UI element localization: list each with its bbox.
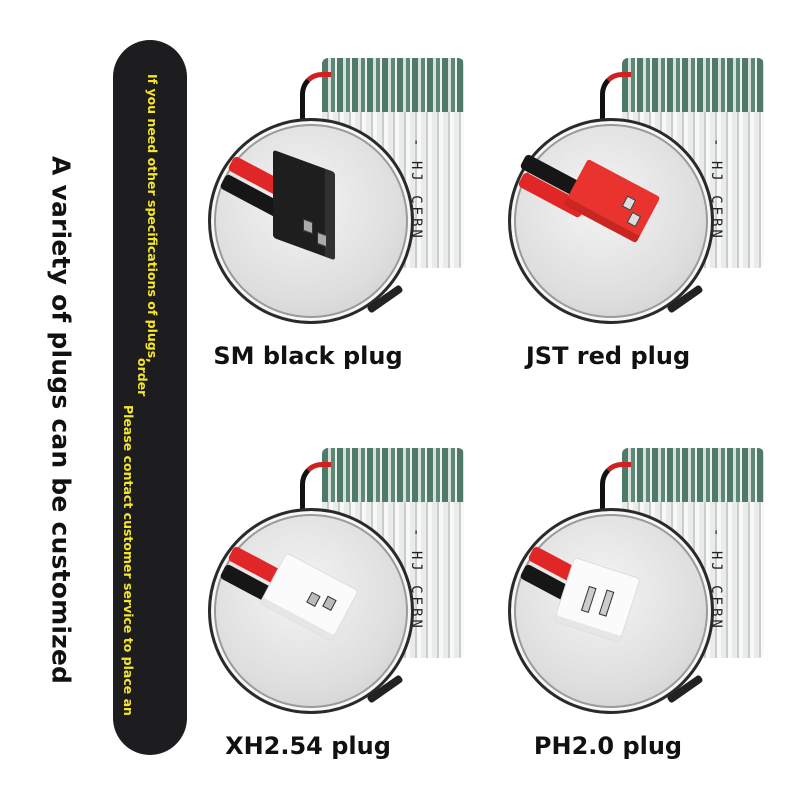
lens-handle xyxy=(666,674,704,704)
magnifier-lens xyxy=(508,118,714,324)
plug-label: JST red plug xyxy=(525,342,691,370)
battery-wrap xyxy=(322,448,464,502)
plug-label: XH2.54 plug xyxy=(225,732,391,760)
custom-note: If you need other specifications of plug… xyxy=(113,40,187,755)
plug-card-ph20: - HJ CEBN PH2.0 plug xyxy=(500,438,790,778)
magnifier-lens xyxy=(508,508,714,714)
headline: A variety of plugs can be customized xyxy=(26,140,96,700)
plug-label: PH2.0 plug xyxy=(533,732,683,760)
lens-handle xyxy=(666,284,704,314)
magnifier-lens xyxy=(208,118,414,324)
custom-note-banner: If you need other specifications of plug… xyxy=(113,40,187,755)
magnifier-lens xyxy=(208,508,414,714)
battery-wires xyxy=(300,72,331,147)
lens-handle xyxy=(366,674,404,704)
jst-red-connector-icon xyxy=(563,158,661,244)
note-line-3: Please contact customer service to place… xyxy=(121,405,136,716)
battery-wires xyxy=(300,462,331,537)
battery-wrap xyxy=(622,448,764,502)
note-line-1: If you need other specifications of plug… xyxy=(145,74,160,363)
battery-wrap xyxy=(622,58,764,112)
sm-black-connector-icon xyxy=(273,149,335,261)
lens-handle xyxy=(366,284,404,314)
plug-card-jst: - HJ CEBN JST red plug xyxy=(500,48,790,388)
battery-wires xyxy=(600,72,631,147)
plug-card-sm: - HJ CEBN SM black plug xyxy=(200,48,490,388)
plug-label: SM black plug xyxy=(213,342,403,370)
battery-wires xyxy=(600,462,631,537)
plug-card-xh254: - HJ CEBN XH2.54 plug xyxy=(200,438,490,778)
battery-wrap xyxy=(322,58,464,112)
note-line-2: order xyxy=(135,358,150,397)
headline-text: A variety of plugs can be customized xyxy=(46,155,76,685)
